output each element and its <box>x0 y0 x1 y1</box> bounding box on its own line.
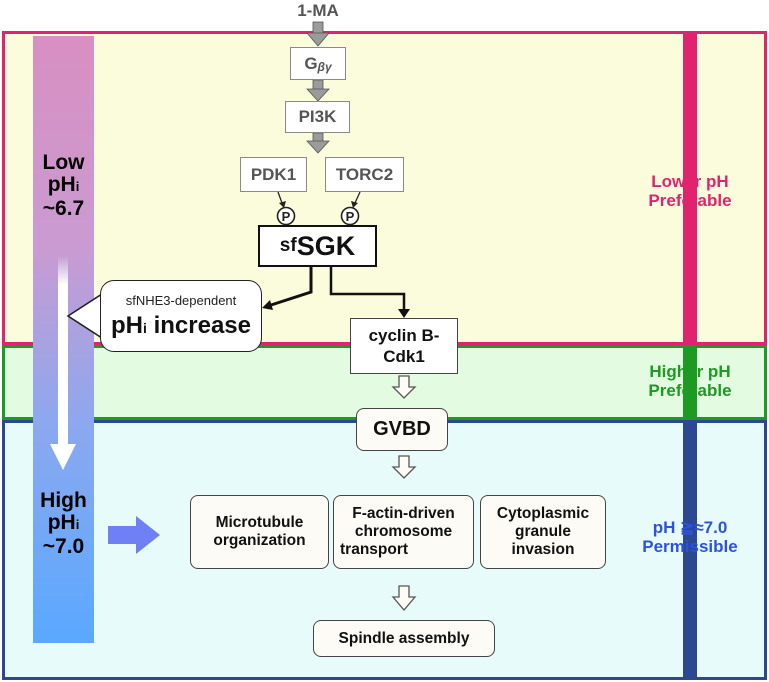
gbg-subscript: βγ <box>317 59 332 74</box>
arrow-gbg-pi3k <box>306 79 330 102</box>
cyclin-line1: cyclin B- <box>368 326 440 345</box>
gvbd-box: GVBD <box>356 408 448 451</box>
torc2-box: TORC2 <box>325 157 404 192</box>
high-phi-line1: High <box>40 489 87 512</box>
low-phi-value: ~6.7 <box>42 197 85 220</box>
pdk1-text: PDK1 <box>250 164 297 184</box>
low-phi-subscript: i <box>75 179 80 194</box>
phi-increase-subscript: i <box>143 319 147 336</box>
arrow-sgk-phi-increase <box>262 267 313 310</box>
pdk1-box: PDK1 <box>240 157 307 192</box>
lower-ph-label: Lower pH Preferable <box>610 172 769 210</box>
lower-ph-label-line1: Lower pH <box>651 172 729 191</box>
low-phi-line1: Low <box>42 151 85 174</box>
arrow-pi3k-down <box>306 132 330 154</box>
sfsgk-prefix: sf <box>279 235 297 256</box>
factin-line1: F-actin-driven <box>352 505 455 522</box>
pi3k-text: PI3K <box>298 107 337 126</box>
phospho-circle-left: P <box>276 206 296 226</box>
phi-increase-label: pHi increase <box>111 312 251 340</box>
gbg-text: G <box>304 53 318 73</box>
ph-down-arrow <box>50 256 76 470</box>
arrow-gvbd-outputs <box>391 455 417 479</box>
factin-line2: chromosome <box>354 523 453 540</box>
granule-box: Cytoplasmic granule invasion <box>480 495 606 569</box>
factin-line3: transport <box>340 541 409 558</box>
low-phi-label: Low pHi ~6.7 <box>25 152 102 220</box>
high-phi-label: High pHi ~7.0 <box>25 490 102 558</box>
higher-zone-strip <box>683 345 697 420</box>
torc2-text: TORC2 <box>335 164 394 184</box>
low-phi-line2: pHi <box>25 174 102 198</box>
blue-arrow-high-phi <box>108 516 160 554</box>
arrow-cyclin-gvbd <box>391 375 417 399</box>
phospho-circle-right: P <box>340 206 360 226</box>
gvbd-text: GVBD <box>373 418 431 440</box>
arrow-1ma-gbg <box>306 21 330 47</box>
lower-zone-strip <box>683 31 697 345</box>
cyclin-cdk1-box: cyclin B- Cdk1 <box>350 318 458 374</box>
microtubule-line1: Microtubule <box>215 514 304 531</box>
permissible-ph-label: pH ≧≈7.0 Permissible <box>610 518 769 556</box>
arrow-outputs-spindle <box>391 585 417 612</box>
factin-box: F-actin-driven chromosome transport <box>333 495 474 569</box>
stimulus-text: 1-MA <box>297 1 339 20</box>
permissible-zone-strip <box>683 420 697 680</box>
higher-ph-label-line2: Preferable <box>648 381 732 400</box>
cyclin-line2: Cdk1 <box>383 347 425 366</box>
spindle-text: Spindle assembly <box>338 629 470 647</box>
high-phi-line2: pHi <box>25 512 102 536</box>
phospho-text-right: P <box>346 209 355 224</box>
nhe3-label: sfNHE3-dependent <box>125 292 237 308</box>
arrow-sgk-cyclin <box>329 267 410 318</box>
high-phi-subscript: i <box>75 517 80 532</box>
phi-increase-rest: increase <box>146 311 251 339</box>
higher-ph-label-line1: Higher pH <box>649 362 731 381</box>
phi-increase-ph: pH <box>111 311 144 339</box>
spindle-box: Spindle assembly <box>313 620 495 657</box>
arrow-torc2-p <box>351 191 361 208</box>
callout-seam <box>101 300 105 332</box>
phi-increase-box: sfNHE3-dependent pHi increase <box>100 280 262 352</box>
phospho-text-left: P <box>282 209 291 224</box>
permissible-ph-label-line1: pH ≧≈7.0 <box>652 518 728 537</box>
high-phi-value: ~7.0 <box>42 535 85 558</box>
microtubule-box: Microtubule organization <box>190 495 329 569</box>
permissible-ph-label-line2: Permissible <box>642 537 738 556</box>
pi3k-box: PI3K <box>285 101 350 133</box>
low-phi-ph: pH <box>47 173 76 196</box>
microtubule-line2: organization <box>213 532 306 549</box>
arrow-pdk1-p <box>277 191 286 208</box>
higher-ph-label: Higher pH Preferable <box>610 362 769 400</box>
lower-ph-label-line2: Preferable <box>648 191 732 210</box>
granule-line1: Cytoplasmic <box>496 505 590 522</box>
sfsgk-main: SGK <box>296 230 356 261</box>
granule-line2: granule <box>515 523 571 540</box>
granule-line3: invasion <box>511 541 575 558</box>
stimulus-1ma: 1-MA <box>280 0 356 22</box>
high-phi-ph: pH <box>47 511 76 534</box>
